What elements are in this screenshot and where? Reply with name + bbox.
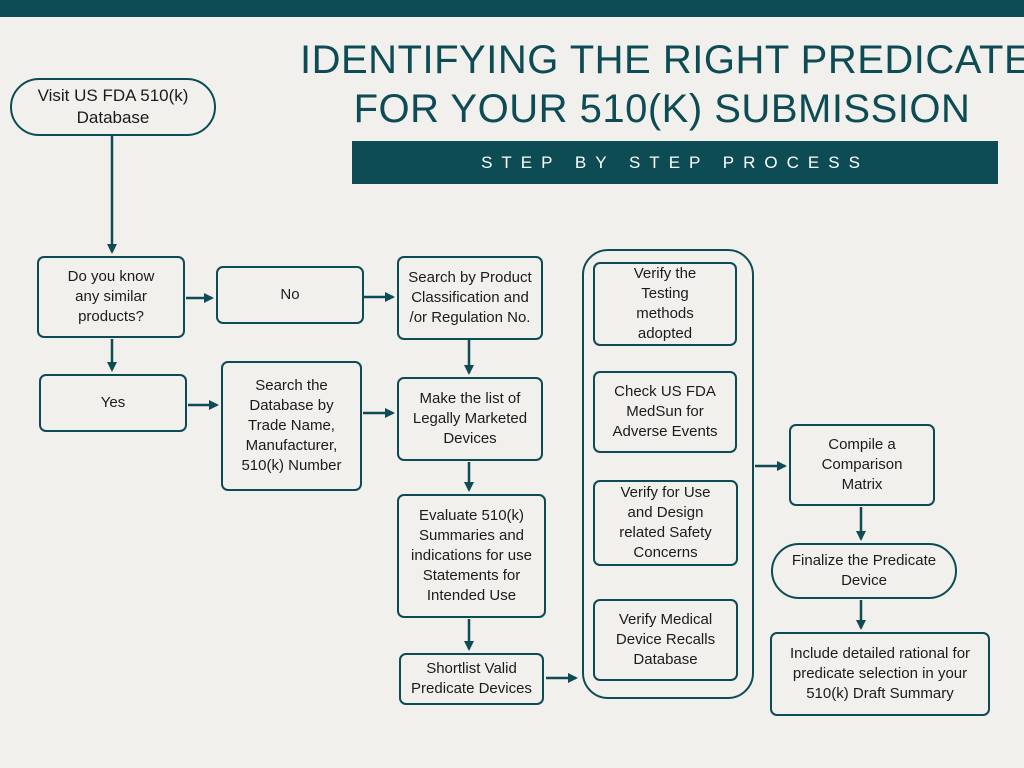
title-line-1: IDENTIFYING THE RIGHT PREDICATE — [300, 38, 1024, 82]
node-compile-matrix: Compile a Comparison Matrix — [789, 424, 935, 506]
node-no: No — [216, 266, 364, 324]
node-search-database: Search the Database by Trade Name, Manuf… — [221, 361, 362, 491]
title-line-2: FOR YOUR 510(K) SUBMISSION — [353, 87, 971, 131]
node-check-medsun: Check US FDA MedSun for Adverse Events — [593, 371, 737, 453]
node-shortlist: Shortlist Valid Predicate Devices — [399, 653, 544, 705]
subtitle-banner: STEP BY STEP PROCESS — [352, 141, 998, 184]
verification-group — [582, 249, 754, 699]
node-finalize-predicate: Finalize the Predicate Device — [771, 543, 957, 599]
node-verify-use-design: Verify for Use and Design related Safety… — [593, 480, 738, 566]
node-verify-recalls: Verify Medical Device Recalls Database — [593, 599, 738, 681]
node-search-classification: Search by Product Classification and /or… — [397, 256, 543, 340]
node-evaluate-summaries: Evaluate 510(k) Summaries and indication… — [397, 494, 546, 618]
node-visit-database: Visit US FDA 510(k) Database — [10, 78, 216, 136]
node-yes: Yes — [39, 374, 187, 432]
subtitle-text: STEP BY STEP PROCESS — [481, 152, 869, 172]
node-include-rationale: Include detailed rational for predicate … — [770, 632, 990, 716]
node-know-similar: Do you know any similar products? — [37, 256, 185, 338]
node-make-list: Make the list of Legally Marketed Device… — [397, 377, 543, 461]
node-verify-testing: Verify the Testing methods adopted — [593, 262, 737, 346]
top-bar — [0, 0, 1024, 17]
